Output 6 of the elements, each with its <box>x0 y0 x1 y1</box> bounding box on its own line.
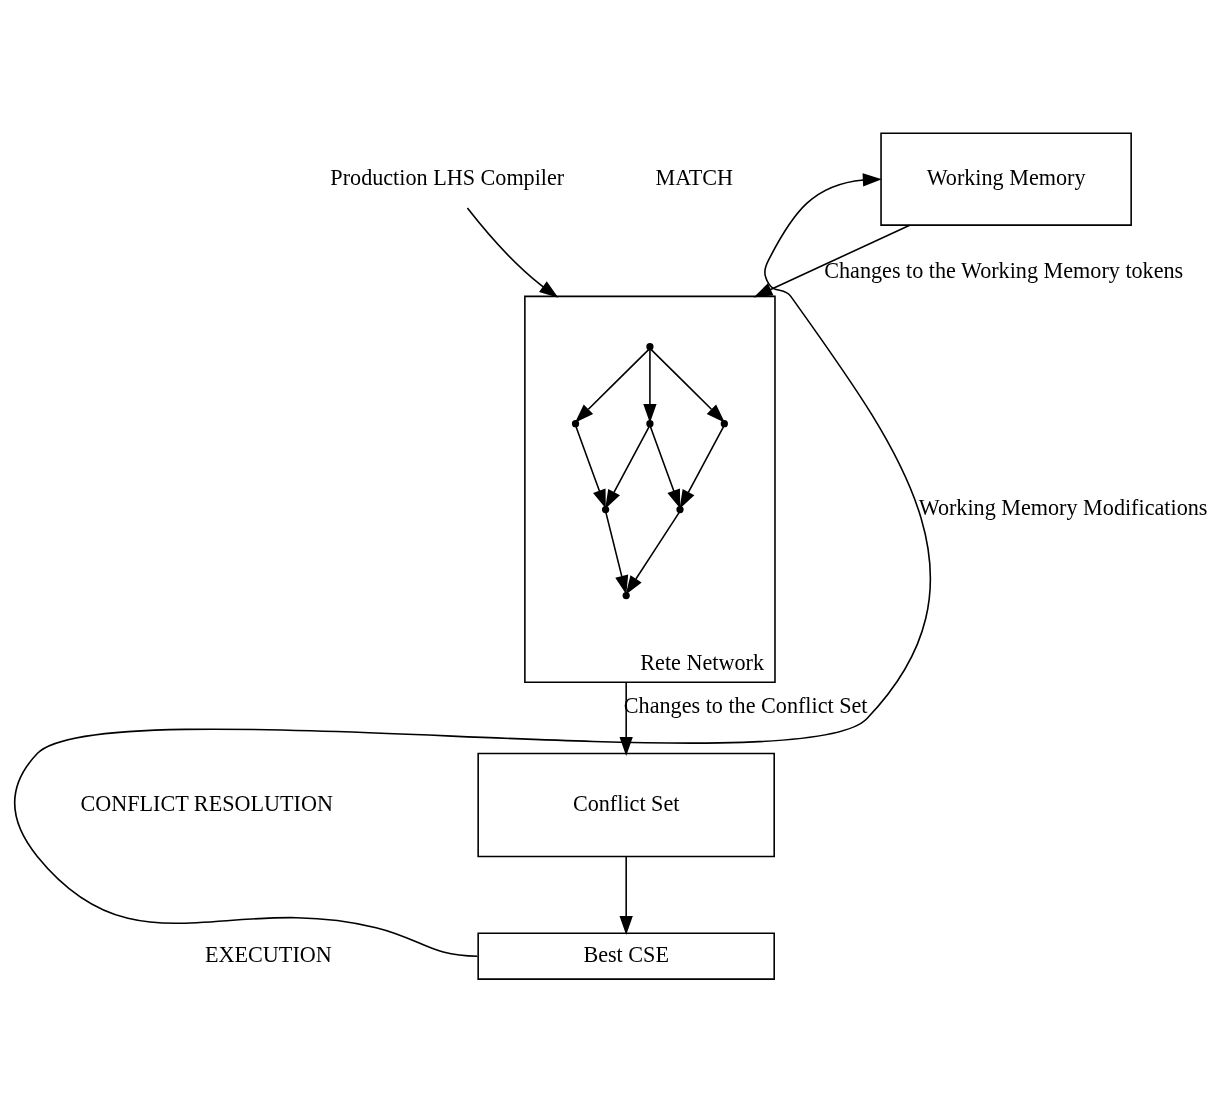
edge-label: Changes to the Working Memory tokens <box>824 257 1184 283</box>
label: MATCH <box>655 165 734 191</box>
edge-label: Working Memory Modifications <box>918 495 1208 521</box>
node-text: Production LHS Compiler <box>330 165 565 191</box>
label: CONFLICT RESOLUTION <box>80 790 333 816</box>
label: EXECUTION <box>205 942 332 968</box>
